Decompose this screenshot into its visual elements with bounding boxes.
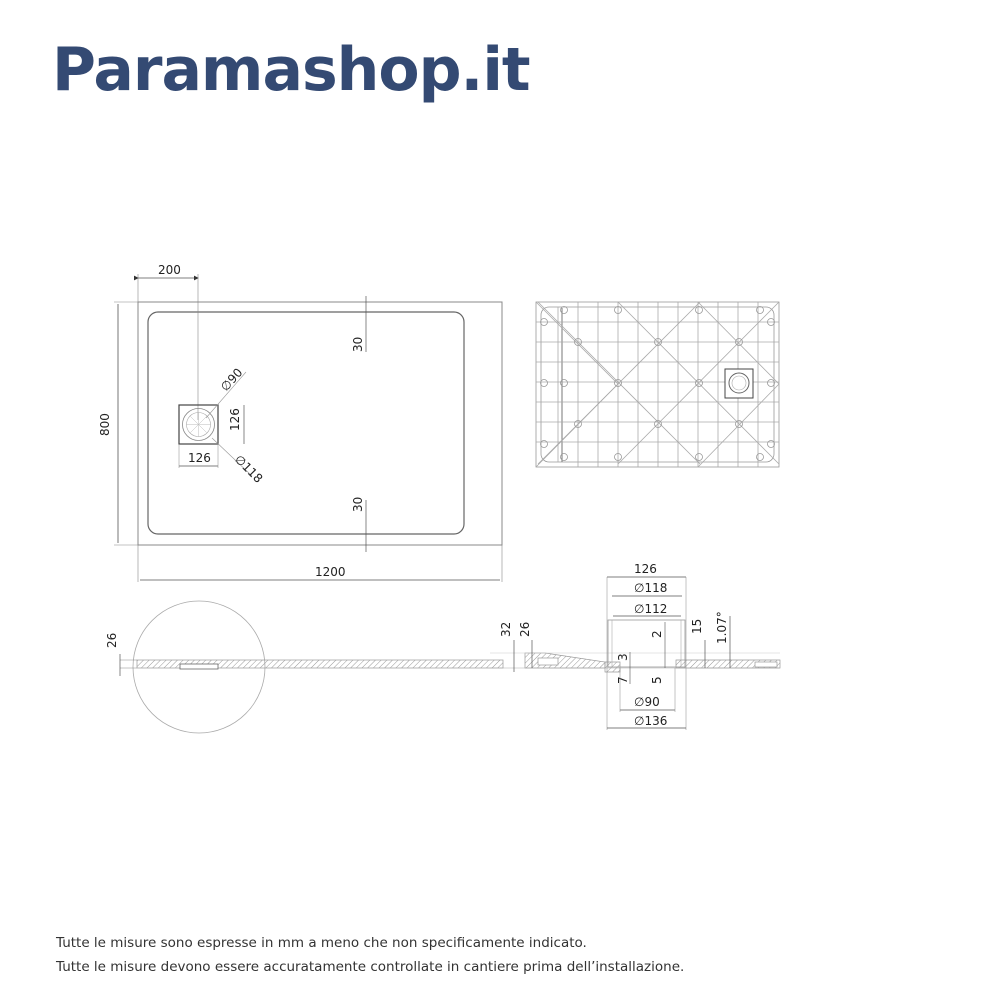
tray-outline [137,301,503,546]
plan-view: 200 800 1200 30 30 ∅90 ∅118 1 [98,263,503,582]
dim-drain-118: ∅118 [232,452,265,485]
dim-200: 200 [158,263,181,277]
tray-basin [147,311,465,535]
bottom-view-feet [540,306,775,461]
dim-rim-bottom: 30 [351,497,365,512]
footer-note-verify: Tutte le misure devono essere accuratame… [56,959,685,975]
dim-detail-112: ∅112 [634,602,667,616]
dim-drain-126-h: 126 [188,451,211,465]
brand-logo: Paramashop.it [52,35,531,105]
dim-detail-136: ∅136 [634,714,667,728]
dim-detail-2: 2 [650,630,664,638]
dim-detail-90: ∅90 [634,695,660,709]
dim-detail-slope: 1.07° [715,611,729,644]
dim-detail-32: 32 [499,622,513,637]
dim-side-26: 26 [105,633,119,648]
dim-detail-15: 15 [690,619,704,634]
detail-section: 126 ∅118 ∅112 32 26 15 1.07° 2 3 7 5 ∅90… [490,562,781,730]
dim-800: 800 [98,413,112,436]
bottom-view-grid [535,301,780,468]
bottom-view-drain [724,368,754,399]
dim-detail-126: 126 [634,562,657,576]
dim-drain-90: ∅90 [218,366,246,394]
dim-detail-3: 3 [616,653,630,661]
dim-detail-5: 5 [650,676,664,684]
dim-detail-7: 7 [616,676,630,684]
dim-detail-118: ∅118 [634,581,667,595]
side-section: 26 [105,600,504,734]
drain-plan [178,404,219,445]
dim-drain-126-v: 126 [228,408,242,431]
footer-note-units: Tutte le misure sono espresse in mm a me… [56,935,587,951]
dim-detail-26: 26 [518,622,532,637]
dim-1200: 1200 [315,565,346,579]
dim-rim-top: 30 [351,337,365,352]
